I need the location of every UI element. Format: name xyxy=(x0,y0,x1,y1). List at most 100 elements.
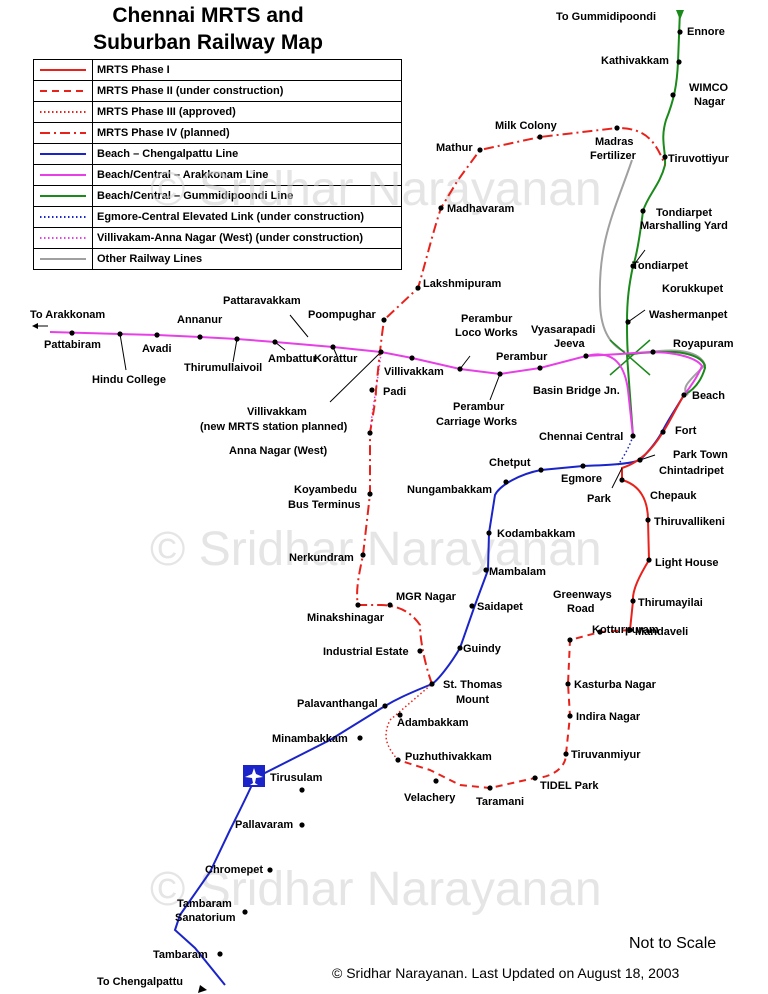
station-label: Tondiarpet xyxy=(656,207,712,219)
station-dot xyxy=(567,637,573,643)
station-dot xyxy=(299,787,305,793)
legend: MRTS Phase I MRTS Phase II (under constr… xyxy=(33,59,402,270)
station-dot xyxy=(563,751,569,757)
station-label: Mambalam xyxy=(489,566,546,578)
station-dot xyxy=(676,59,682,65)
station-label: WIMCO xyxy=(689,82,729,94)
station-dot xyxy=(395,757,401,763)
leader-line xyxy=(632,249,646,267)
station-label: Pattabiram xyxy=(44,339,101,351)
station-dot xyxy=(662,154,668,160)
station-label: Tiruvottiyur xyxy=(668,153,730,165)
station-dot xyxy=(660,429,666,435)
station-dot xyxy=(387,602,393,608)
leader-line xyxy=(639,454,656,461)
station-label: Anna Nagar (West) xyxy=(229,445,328,457)
direction-label-arakkonam: To Arakkonam xyxy=(30,309,105,321)
station-label: Thirumayilai xyxy=(638,597,703,609)
station-dot xyxy=(640,208,646,214)
station-label: Thirumullaivoil xyxy=(184,362,262,374)
station-label: Tondiarpet xyxy=(632,260,688,272)
leader-line xyxy=(329,351,382,403)
mrts-phase-2 xyxy=(397,629,631,790)
station-label: Washermanpet xyxy=(649,309,728,321)
station-label: Mandaveli xyxy=(635,626,688,638)
station-dot xyxy=(645,517,651,523)
watermark: © Sridhar Narayanan xyxy=(150,863,602,916)
station-label: Mount xyxy=(456,694,489,706)
legend-row: Egmore-Central Elevated Link (under cons… xyxy=(33,206,402,228)
station-label: Hindu College xyxy=(92,374,166,386)
route-arrow xyxy=(198,985,207,993)
station-dot xyxy=(429,681,435,687)
leader-line xyxy=(119,333,127,371)
station-label: Villivakkam xyxy=(247,406,307,418)
station-dot xyxy=(154,332,160,338)
legend-label: Other Railway Lines xyxy=(92,248,402,270)
station-dot xyxy=(477,147,483,153)
station-dot xyxy=(69,330,75,336)
direction-label-gummidipoondi: To Gummidipoondi xyxy=(556,11,656,23)
station-label: Lakshmipuram xyxy=(423,278,501,290)
leader-line xyxy=(332,346,338,357)
credit-note: © Sridhar Narayanan. Last Updated on Aug… xyxy=(332,965,680,981)
station-label: Fertilizer xyxy=(590,150,637,162)
station-dot xyxy=(583,353,589,359)
station-label: Guindy xyxy=(463,643,502,655)
station-dot xyxy=(469,603,475,609)
station-label: Royapuram xyxy=(673,338,734,350)
page-title-line-2: Suburban Railway Map xyxy=(93,31,323,54)
station-label: Kathivakkam xyxy=(601,55,669,67)
legend-row: Other Railway Lines xyxy=(33,248,402,270)
station-label: Marshalling Yard xyxy=(640,220,728,232)
station-dot xyxy=(267,867,273,873)
station-label: Egmore xyxy=(561,473,602,485)
leader-line xyxy=(232,338,238,363)
direction-label-chengalpattu: To Chengalpattu xyxy=(97,976,183,988)
station-label: Jeeva xyxy=(554,338,585,350)
station-label: Pattaravakkam xyxy=(223,295,301,307)
station-label: Puzhuthivakkam xyxy=(405,751,492,763)
station-label: Tambaram xyxy=(177,898,232,910)
station-label: Tiruvanmiyur xyxy=(571,749,641,761)
station-dot xyxy=(580,463,586,469)
station-dot xyxy=(409,355,415,361)
station-dot xyxy=(538,467,544,473)
station-dot xyxy=(646,557,652,563)
label-leaders xyxy=(119,249,656,489)
station-label: Perambur xyxy=(453,401,505,413)
station-dot xyxy=(397,712,403,718)
station-label: Industrial Estate xyxy=(323,646,409,658)
leader-line xyxy=(289,314,309,338)
station-dot xyxy=(532,775,538,781)
leader-line xyxy=(611,467,623,489)
legend-label: MRTS Phase I xyxy=(92,59,402,81)
station-dot xyxy=(486,530,492,536)
station-dot xyxy=(503,479,509,485)
station-label: TIDEL Park xyxy=(540,780,599,792)
station-dot xyxy=(567,713,573,719)
station-label: Loco Works xyxy=(455,327,518,339)
station-label: Koyambedu xyxy=(294,484,357,496)
page-title: Chennai MRTS and Suburban Railway Map xyxy=(58,2,358,56)
station-label: St. Thomas xyxy=(443,679,502,691)
page-title-line-1: Chennai MRTS and xyxy=(112,4,304,27)
station-label: Tirusulam xyxy=(270,772,323,784)
watermark: © Sridhar Narayanan xyxy=(150,163,602,216)
station-label: Carriage Works xyxy=(436,416,517,428)
station-label: Road xyxy=(567,603,595,615)
station-label: Korukkupet xyxy=(662,283,723,295)
legend-label: Villivakam-Anna Nagar (West) (under cons… xyxy=(92,227,402,249)
station-markers xyxy=(69,29,687,957)
station-dot xyxy=(197,334,203,340)
station-label: Chepauk xyxy=(650,490,697,502)
station-label: Ambattur xyxy=(268,353,318,365)
station-label: Pallavaram xyxy=(235,819,293,831)
route-arrow xyxy=(676,10,684,20)
station-dot xyxy=(677,29,683,35)
station-label: Basin Bridge Jn. xyxy=(533,385,620,397)
station-label: Sanatorium xyxy=(175,912,236,924)
legend-label: MRTS Phase III (approved) xyxy=(92,101,402,123)
station-dot xyxy=(369,387,375,393)
